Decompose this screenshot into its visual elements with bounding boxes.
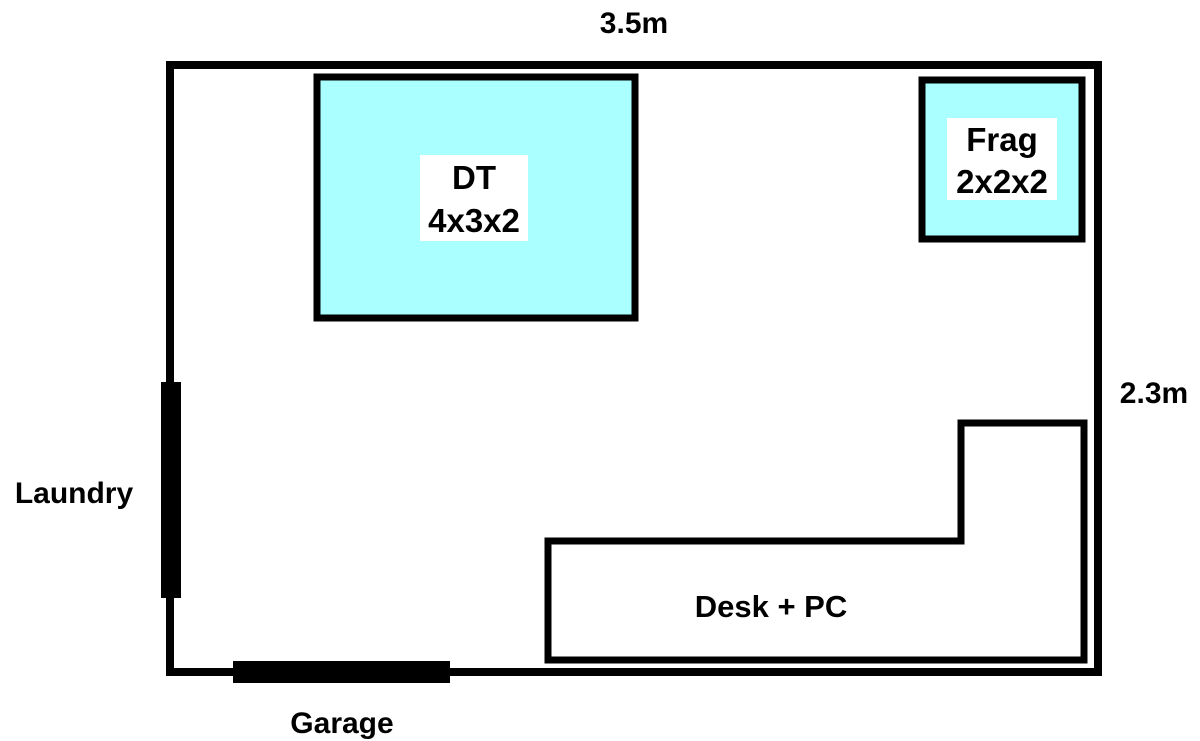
garage-label: Garage	[290, 707, 393, 740]
height-dimension-label: 2.3m	[1120, 377, 1188, 410]
laundry-door[interactable]	[161, 382, 181, 598]
width-dimension-label: 3.5m	[600, 7, 668, 40]
desk-outline[interactable]	[544, 419, 1088, 664]
frag-tank-name: Frag	[966, 121, 1038, 158]
frag-tank-size: 2x2x2	[956, 163, 1048, 200]
frag-tank-label-bg	[947, 118, 1057, 200]
room-walls	[166, 61, 1102, 676]
laundry-label: Laundry	[15, 477, 134, 510]
desk-label: Desk + PC	[695, 589, 848, 624]
display-tank[interactable]	[313, 73, 639, 322]
display-tank-name: DT	[452, 159, 496, 196]
garage-door[interactable]	[233, 661, 450, 683]
display-tank-label-bg	[420, 155, 528, 241]
display-tank-size: 4x3x2	[428, 202, 520, 239]
